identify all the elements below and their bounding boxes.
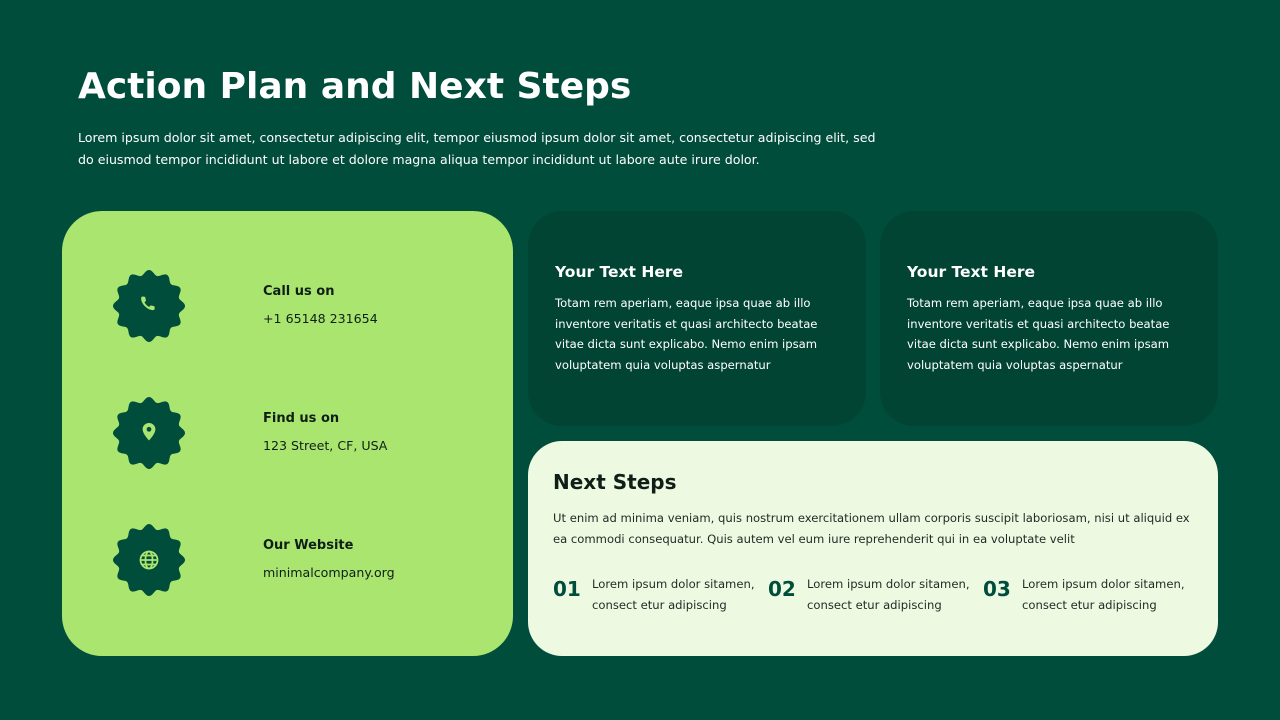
step-text: Lorem ipsum dolor sitamen, consect etur … — [592, 577, 755, 612]
location-pin-icon — [113, 397, 185, 469]
contact-label: Call us on — [263, 284, 335, 299]
phone-icon — [113, 270, 185, 342]
info-card-body: Totam rem aperiam, eaque ipsa quae ab il… — [907, 296, 1170, 372]
contact-label: Find us on — [263, 411, 340, 426]
next-steps-card: Next Steps Ut enim ad minima veniam, qui… — [528, 441, 1218, 656]
phone-badge — [112, 269, 186, 343]
step-number: 02 — [768, 577, 796, 601]
step-item-3: 03 Lorem ipsum dolor sitamen, consect et… — [983, 574, 1185, 619]
contact-card: Call us on +1 65148 231654 Find us on 12… — [62, 211, 513, 656]
globe-icon — [113, 524, 185, 596]
info-card-body: Totam rem aperiam, eaque ipsa quae ab il… — [555, 296, 818, 372]
location-badge — [112, 396, 186, 470]
contact-item-phone[interactable]: Call us on +1 65148 231654 — [112, 269, 492, 349]
step-number: 01 — [553, 577, 581, 601]
contact-item-website[interactable]: Our Website minimalcompany.org — [112, 523, 492, 603]
step-number: 03 — [983, 577, 1011, 601]
contact-value: +1 65148 231654 — [263, 311, 378, 326]
info-card-title: Your Text Here — [555, 263, 683, 281]
step-text: Lorem ipsum dolor sitamen, consect etur … — [807, 577, 970, 612]
next-steps-title: Next Steps — [553, 470, 677, 494]
info-card-2: Your Text Here Totam rem aperiam, eaque … — [880, 211, 1218, 426]
info-card-title: Your Text Here — [907, 263, 1035, 281]
contact-value: minimalcompany.org — [263, 565, 395, 580]
contact-value: 123 Street, CF, USA — [263, 438, 388, 453]
step-item-2: 02 Lorem ipsum dolor sitamen, consect et… — [768, 574, 970, 619]
page-title: Action Plan and Next Steps — [78, 66, 632, 107]
contact-label: Our Website — [263, 538, 354, 553]
page-subtitle: Lorem ipsum dolor sit amet, consectetur … — [78, 130, 876, 167]
step-text: Lorem ipsum dolor sitamen, consect etur … — [1022, 577, 1185, 612]
step-item-1: 01 Lorem ipsum dolor sitamen, consect et… — [553, 574, 755, 619]
next-steps-description: Ut enim ad minima veniam, quis nostrum e… — [553, 511, 1190, 546]
globe-badge — [112, 523, 186, 597]
contact-item-location[interactable]: Find us on 123 Street, CF, USA — [112, 396, 492, 476]
info-card-1: Your Text Here Totam rem aperiam, eaque … — [528, 211, 866, 426]
